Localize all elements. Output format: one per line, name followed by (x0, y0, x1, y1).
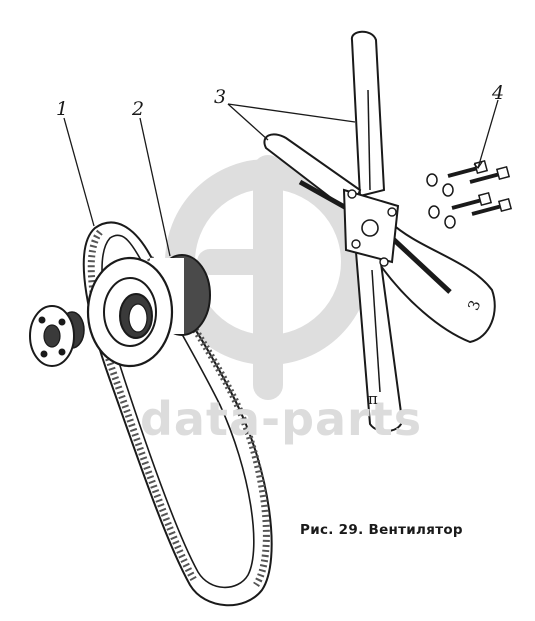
fan-blade-left (263, 133, 362, 216)
hub-flange (29, 305, 85, 367)
washer-3-icon (428, 205, 440, 219)
bolts-and-washers (426, 159, 513, 229)
fan-pulley (86, 254, 211, 368)
bolt-4-icon (471, 197, 513, 216)
callout-1: 1 (56, 98, 69, 120)
bolt-2-icon (469, 165, 511, 184)
callout-3: 3 (214, 86, 227, 108)
leader-lines (63, 99, 499, 257)
fan-impeller (263, 30, 496, 433)
bolt-3-icon (451, 191, 493, 210)
washer-2-icon (442, 183, 454, 197)
watermark-text: data-parts (140, 392, 423, 446)
washer-4-icon (444, 215, 456, 229)
figure-caption: Рис. 29. Вентилятор (300, 522, 463, 538)
blade-mark-bottom: п (368, 390, 378, 408)
fan-blade-bottom (354, 250, 404, 433)
washer-1-icon (426, 173, 438, 187)
bolt-1-icon (447, 159, 489, 178)
callout-4: 4 (492, 82, 505, 104)
callout-2: 2 (132, 98, 145, 120)
